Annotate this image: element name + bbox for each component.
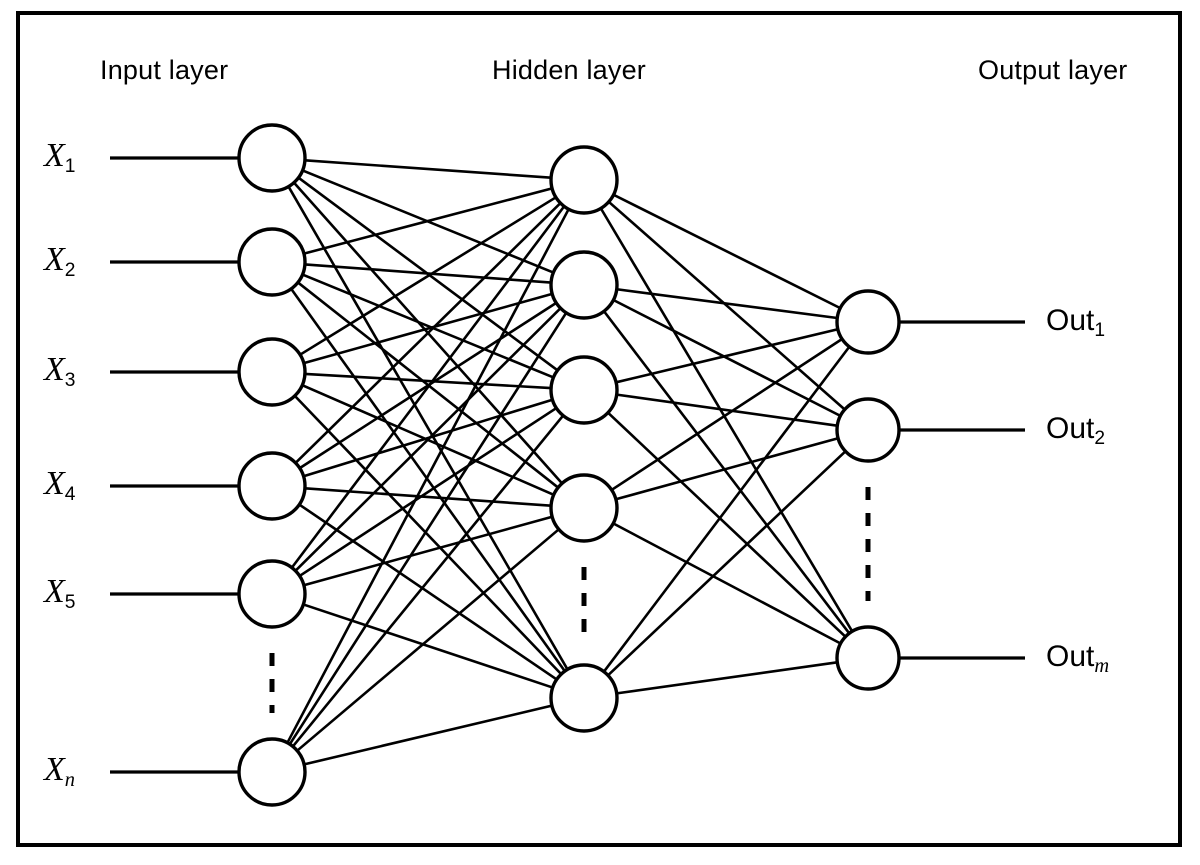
connection-edge: [616, 661, 838, 695]
output-layer-nodes: [835, 289, 901, 691]
input-label-x2: X2: [44, 241, 76, 281]
connection-edge: [615, 436, 839, 501]
connection-edge: [299, 196, 557, 356]
connection-edge: [599, 207, 854, 633]
output-node: [835, 625, 901, 691]
connection-edge: [290, 288, 566, 672]
hidden-node: [549, 355, 619, 425]
connection-edge: [304, 487, 552, 507]
input-label-x1: X1: [44, 137, 76, 177]
output-node: [835, 397, 901, 463]
connection-edge: [607, 450, 847, 677]
hidden-node: [549, 145, 619, 215]
connection-edge: [296, 528, 560, 752]
connection-edge: [610, 337, 843, 492]
input-node: [237, 451, 307, 521]
connection-edge: [294, 202, 562, 464]
input-label-x5: X5: [44, 573, 76, 613]
connection-edge: [302, 273, 554, 379]
connection-edge: [304, 372, 552, 390]
connection-edge: [286, 208, 570, 744]
connection-edge: [304, 159, 552, 179]
connection-edge: [303, 515, 553, 587]
input-label-xn: Xn: [44, 751, 75, 792]
connection-edge: [612, 298, 841, 418]
edges-input-to-hidden: [286, 159, 570, 766]
connection-edge: [607, 411, 847, 638]
input-node: [237, 227, 307, 297]
input-node: [237, 559, 307, 629]
connection-edge: [607, 200, 846, 411]
connection-edge: [615, 327, 839, 384]
connection-edge: [602, 310, 851, 635]
input-label-x3: X3: [44, 351, 76, 391]
output-layer-title: Output layer: [978, 55, 1128, 85]
input-layer-nodes: [237, 123, 307, 807]
connection-edge: [612, 522, 842, 645]
input-layer-title: Input layer: [100, 55, 229, 85]
connection-edge: [303, 704, 553, 766]
output-stub-lines: [899, 320, 1025, 660]
input-node: [237, 737, 307, 807]
hidden-node: [549, 250, 619, 320]
output-label-out1: Out1: [1046, 304, 1106, 341]
connection-edge: [303, 187, 553, 255]
input-stub-lines: [110, 156, 239, 774]
connection-edge: [616, 393, 838, 427]
connection-edge: [303, 292, 553, 365]
hidden-node: [549, 663, 619, 733]
output-label-out2: Out2: [1046, 412, 1106, 449]
connection-edge: [602, 345, 851, 673]
connection-edge: [288, 312, 568, 745]
connection-edge: [298, 406, 558, 578]
input-node: [237, 123, 307, 193]
connection-edge: [291, 414, 565, 748]
connection-edge: [612, 193, 841, 310]
input-label-x4: X4: [44, 465, 76, 505]
hidden-layer-nodes: [549, 145, 619, 733]
connection-edge: [290, 205, 566, 569]
hidden-layer-title: Hidden layer: [492, 55, 646, 85]
connection-edge: [298, 503, 558, 681]
vertical-ellipsis-marks: [269, 487, 871, 713]
connection-edge: [294, 307, 562, 572]
input-node: [237, 337, 307, 407]
hidden-node: [549, 473, 619, 543]
output-label-outm: Outm: [1046, 640, 1110, 678]
figure-border: [16, 11, 1182, 847]
connection-edge: [616, 287, 838, 320]
connection-edge: [302, 603, 554, 689]
edges-hidden-to-output: [599, 193, 854, 695]
output-node: [835, 289, 901, 355]
